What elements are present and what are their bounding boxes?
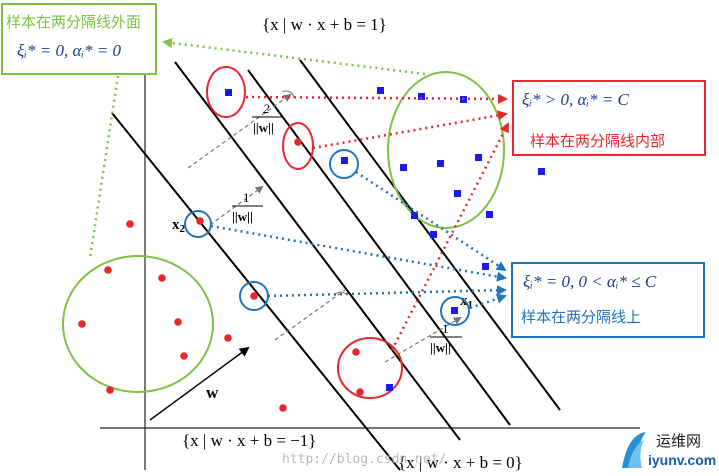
blue-point [386, 384, 393, 391]
frac-1-num: 2 [263, 101, 270, 116]
ellipse-red-mid [282, 122, 314, 170]
logo-text-en: iyunv.com [648, 452, 717, 468]
red-point [224, 334, 232, 342]
green-arrow-to-box [162, 38, 426, 76]
red-point [352, 348, 360, 356]
red-point [104, 266, 112, 274]
ellipse-green-left [62, 255, 214, 393]
group-ellipses [62, 66, 505, 399]
red-connectors [245, 93, 510, 351]
blue-arrow-mid [267, 285, 507, 298]
logo-icon [622, 432, 646, 468]
blue-point [482, 263, 489, 270]
annotation-on-line: ξᵢ* = 0, 0 < αᵢ* ≤ C 样本在两分隔线上 [511, 262, 705, 338]
margin-dashes [187, 93, 462, 363]
line-upper [174, 61, 461, 441]
separating-lines [111, 59, 561, 471]
margin-dash-right [384, 316, 462, 363]
blue-point [341, 157, 348, 164]
watermark-url: http://blog.csdn.net/ [282, 452, 447, 467]
w-vector [149, 346, 250, 421]
red-points [78, 138, 364, 412]
red-arrow-top [245, 93, 508, 104]
red-point [294, 138, 302, 146]
line-mid [247, 69, 511, 426]
right-angle-marks [281, 90, 347, 297]
blue-point [400, 164, 407, 171]
red-point [106, 386, 114, 394]
red-point [78, 320, 86, 328]
blue-connectors [210, 170, 507, 310]
label-top-boundary: {x | w · x + b = 1} [262, 15, 387, 34]
red-point [279, 404, 287, 412]
label-middle-boundary: {x | w · x + b = −1} [182, 431, 316, 450]
frac-3-num: 1 [442, 321, 449, 336]
red-arrow-up [390, 122, 510, 351]
blue-point [437, 160, 444, 167]
red-point [158, 274, 166, 282]
red-point [126, 220, 134, 228]
blue-point [377, 87, 384, 94]
blue-point [418, 93, 425, 100]
red-point [196, 217, 204, 225]
frac-2-num: 1 [243, 190, 250, 205]
frac-3-den: ||w|| [430, 340, 451, 355]
axes [100, 48, 640, 470]
annotation-outside: 样本在两分隔线外面 ξᵢ* = 0, αᵢ* = 0 [1, 3, 157, 75]
label-x2: x2 [172, 217, 186, 235]
blue-point [430, 231, 437, 238]
line-left [111, 112, 401, 471]
annotation-outside-caption: 样本在两分隔线外面 [6, 13, 142, 31]
blue-arrow-x2 [210, 224, 507, 282]
blue-point [411, 212, 418, 219]
annotation-outside-condition: ξᵢ* = 0, αᵢ* = 0 [17, 41, 122, 60]
margin-dash-mid [209, 185, 264, 226]
blue-point [538, 168, 545, 175]
label-w: w [206, 383, 219, 402]
circle-blue-x2 [184, 210, 212, 238]
frac-1-den: ||w|| [253, 120, 274, 135]
red-point [250, 292, 258, 300]
line-labels: {x | w · x + b = 1} {x | w · x + b = −1}… [182, 15, 523, 472]
blue-point [475, 154, 482, 161]
margin-dash-top [187, 93, 292, 169]
blue-point [454, 190, 461, 197]
green-connectors [88, 38, 426, 259]
green-dots-down [88, 75, 120, 259]
annotation-on-line-condition: ξᵢ* = 0, 0 < αᵢ* ≤ C [523, 272, 657, 291]
margin-dash-low [274, 289, 346, 341]
logo-text-cn: 运维网 [656, 432, 702, 450]
fraction-labels: 2 ||w|| 1 ||w|| 1 ||w|| [232, 101, 462, 355]
frac-2-den: ||w|| [232, 209, 253, 224]
blue-arrow-x1 [469, 293, 507, 310]
blue-point [451, 307, 458, 314]
ellipse-green-right [387, 71, 505, 229]
red-arrow-mid [312, 110, 508, 150]
ellipse-red-bottom [337, 337, 403, 399]
site-logo: 运维网 iyunv.com [618, 428, 716, 474]
blue-point [225, 89, 232, 96]
annotation-inside: ξᵢ* > 0, αᵢ* = C 样本在两分隔线内部 [512, 80, 706, 156]
annotation-inside-caption: 样本在两分隔线内部 [530, 132, 666, 150]
label-bottom-boundary: {x | w · x + b = 0} [398, 453, 523, 472]
red-point [356, 388, 364, 396]
ellipse-red-top [206, 66, 246, 118]
blue-point [486, 211, 493, 218]
red-point [174, 318, 182, 326]
circle-blue-x1 [440, 296, 470, 326]
circle-blue-upper [329, 149, 359, 179]
red-point [180, 352, 188, 360]
annotation-on-line-caption: 样本在两分隔线上 [521, 308, 642, 326]
annotation-inside-condition: ξᵢ* > 0, αᵢ* = C [522, 90, 629, 109]
